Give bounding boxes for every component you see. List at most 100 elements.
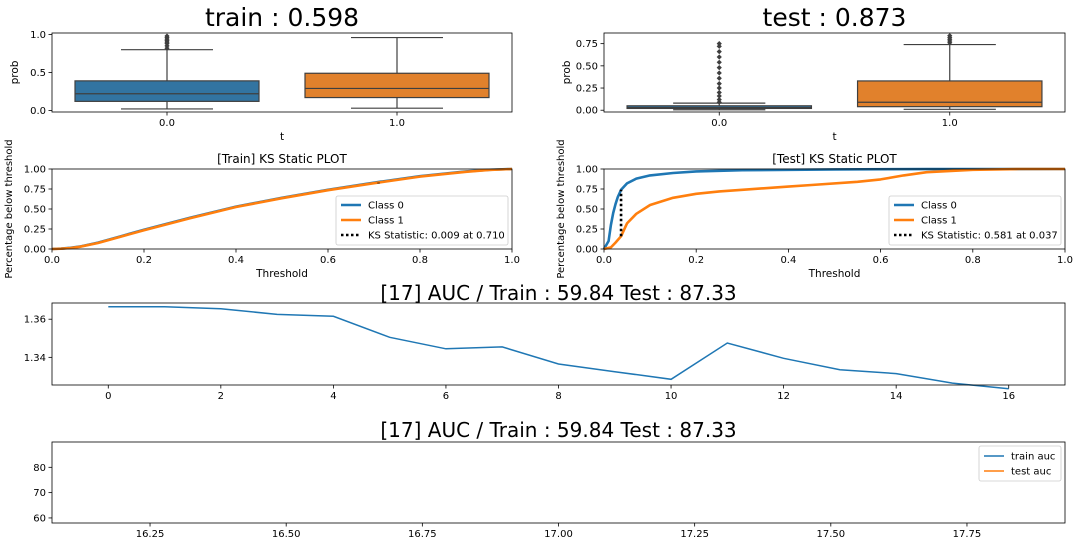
- outlier-point: [716, 89, 722, 96]
- box-body: [74, 80, 260, 102]
- y-tick-label: 0.75: [576, 39, 598, 50]
- legend-label-ks: KS Statistic: 0.009 at 0.710: [368, 231, 505, 242]
- x-tick-label: 0.4: [228, 255, 244, 266]
- y-tick-label: 0.50: [576, 205, 598, 216]
- x-tick-label: 0.0: [159, 118, 175, 129]
- y-tick-label: 60: [33, 513, 46, 524]
- plot-title-4: [17] AUC / Train : 59.84 Test : 87.33: [380, 281, 736, 305]
- x-axis-label: Threshold: [808, 268, 861, 280]
- axes-frame-4: [51, 302, 1066, 386]
- outlier-point: [164, 33, 170, 39]
- y-tick-label: 1.36: [24, 315, 46, 326]
- axes-frame-1: [603, 32, 1066, 113]
- x-tick-label: 0.2: [136, 255, 152, 266]
- box-1.0: [304, 36, 490, 109]
- y-tick-label: 1.34: [24, 353, 46, 364]
- outlier-point: [716, 59, 722, 65]
- outlier-point: [716, 41, 722, 47]
- x-tick-label: 1.0: [504, 255, 520, 266]
- legend-label: Class 0: [368, 201, 404, 212]
- box-1.0: [856, 33, 1043, 110]
- outlier-point: [716, 80, 722, 87]
- legend-label: Class 0: [921, 201, 957, 212]
- x-tick-label: 16.25: [136, 529, 165, 540]
- axes-frame-5: [51, 441, 1066, 524]
- box-0.0: [626, 41, 813, 111]
- series-point-1: [558, 448, 560, 450]
- x-tick-label: 10: [665, 391, 678, 402]
- y-tick-label: 0.75: [24, 185, 46, 196]
- y-tick-label: 1.0: [30, 30, 46, 41]
- x-tick-label: 12: [777, 391, 790, 402]
- x-tick-label: 6: [443, 391, 449, 402]
- legend-label: test auc: [1011, 467, 1051, 478]
- y-tick-label: 0.50: [576, 61, 598, 72]
- x-tick-label: 0.8: [412, 255, 428, 266]
- legend-box: [888, 195, 1062, 246]
- legend-label: train auc: [1011, 452, 1055, 463]
- plot-title-2: [Train] KS Static PLOT: [217, 152, 347, 166]
- x-tick-label: 1.0: [1057, 255, 1073, 266]
- y-tick-label: 0.50: [24, 205, 46, 216]
- x-tick-label: 16.50: [272, 529, 301, 540]
- legend: Class 0 Class 1 KS Statistic: 0.009 at 0.7…: [335, 195, 509, 246]
- outlier-point: [716, 65, 722, 71]
- y-tick-label: 0.25: [576, 84, 598, 95]
- x-tick-label: 16: [1002, 391, 1015, 402]
- y-tick-label: 0.5: [30, 68, 46, 79]
- y-tick-label: 80: [33, 463, 46, 474]
- plot-title-1: test : 0.873: [763, 3, 907, 32]
- legend-label: Class 1: [368, 216, 404, 227]
- x-tick-label: 0.2: [688, 255, 704, 266]
- plot-title-0: train : 0.598: [205, 3, 359, 32]
- legend-label-ks: KS Statistic: 0.581 at 0.037: [921, 231, 1058, 242]
- y-tick-label: 0.00: [24, 245, 46, 256]
- x-tick-label: 4: [330, 391, 336, 402]
- x-tick-label: 0.0: [596, 255, 612, 266]
- y-tick-label: 0.25: [576, 225, 598, 236]
- x-tick-label: 0.4: [780, 255, 796, 266]
- y-axis-label: prob: [9, 60, 21, 84]
- x-tick-label: 1.0: [389, 118, 405, 129]
- legend: Class 0 Class 1 KS Statistic: 0.581 at 0.0…: [888, 195, 1062, 246]
- y-tick-label: 0.0: [30, 106, 46, 117]
- x-tick-label: 17.25: [680, 529, 709, 540]
- legend-box: [335, 195, 509, 246]
- x-tick-label: 16.75: [408, 529, 437, 540]
- y-tick-label: 0.25: [24, 225, 46, 236]
- outlier-point: [716, 75, 722, 81]
- x-tick-label: 0.0: [711, 118, 727, 129]
- legend-box: [978, 445, 1062, 482]
- y-axis-label: Percentage below threshold: [556, 139, 567, 278]
- series-line-class-1: [51, 167, 513, 251]
- x-axis-label: t: [832, 131, 836, 143]
- outlier-point: [716, 96, 722, 103]
- outlier-point: [716, 85, 722, 91]
- x-axis-label: t: [280, 131, 284, 143]
- x-axis-label: Threshold: [255, 268, 308, 280]
- x-tick-label: 14: [890, 391, 903, 402]
- auc-series-line: [108, 306, 1009, 390]
- x-tick-label: 0.8: [965, 255, 981, 266]
- y-tick-label: 0.00: [576, 106, 598, 117]
- outlier-point: [716, 49, 722, 55]
- x-tick-label: 17.75: [953, 529, 982, 540]
- box-0.0: [74, 33, 260, 110]
- outlier-point: [716, 93, 722, 99]
- y-axis-label: Percentage below threshold: [4, 139, 15, 278]
- x-tick-label: 17.50: [816, 529, 845, 540]
- plot-title-5: [17] AUC / Train : 59.84 Test : 87.33: [380, 418, 736, 442]
- x-tick-label: 1.0: [942, 118, 958, 129]
- series-group: [51, 167, 513, 251]
- y-tick-label: 0.75: [576, 185, 598, 196]
- x-tick-label: 0.6: [320, 255, 336, 266]
- outlier-point: [716, 43, 722, 49]
- outlier-point: [716, 54, 722, 60]
- legend: train auc test auc: [978, 445, 1062, 482]
- series-line-class-0: [602, 167, 1066, 250]
- y-tick-label: 0.00: [576, 245, 598, 256]
- y-tick-label: 70: [33, 488, 46, 499]
- x-tick-label: 0: [105, 391, 111, 402]
- legend-label: Class 1: [921, 216, 957, 227]
